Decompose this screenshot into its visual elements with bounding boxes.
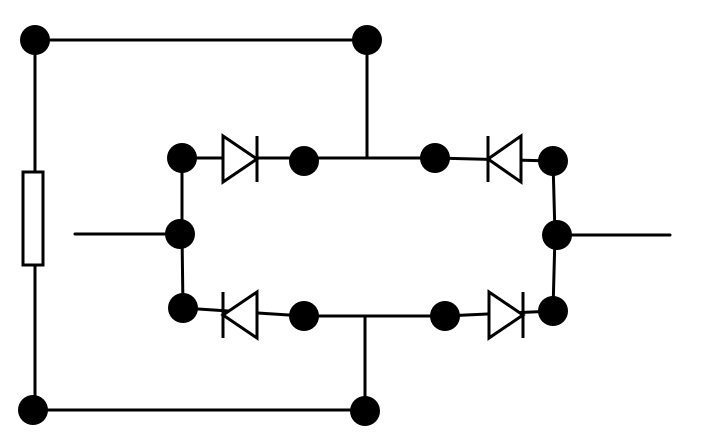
node-bridge-7 [430, 301, 460, 331]
node-bridge-right [542, 220, 572, 250]
nodes [18, 25, 572, 426]
node-top-right [352, 25, 382, 55]
node-bridge-4 [538, 146, 568, 176]
node-bridge-8 [538, 296, 568, 326]
node-bridge-left [165, 219, 195, 249]
node-bridge-3 [420, 143, 450, 173]
node-bridge-6 [289, 301, 319, 331]
node-top-left [20, 25, 50, 55]
resistor [21, 170, 45, 267]
node-bottom-left [18, 395, 48, 425]
node-bridge-1 [167, 143, 197, 173]
node-bridge-2 [289, 146, 319, 176]
node-bridge-5 [168, 293, 198, 323]
diode-top-left [221, 133, 260, 185]
diode-bottom-right [487, 289, 526, 341]
diode-top-right [485, 133, 523, 185]
outer-wires [33, 38, 369, 412]
diode-bottom-left [220, 289, 259, 341]
bridge-wires [73, 156, 672, 318]
node-bottom-right [350, 396, 380, 426]
